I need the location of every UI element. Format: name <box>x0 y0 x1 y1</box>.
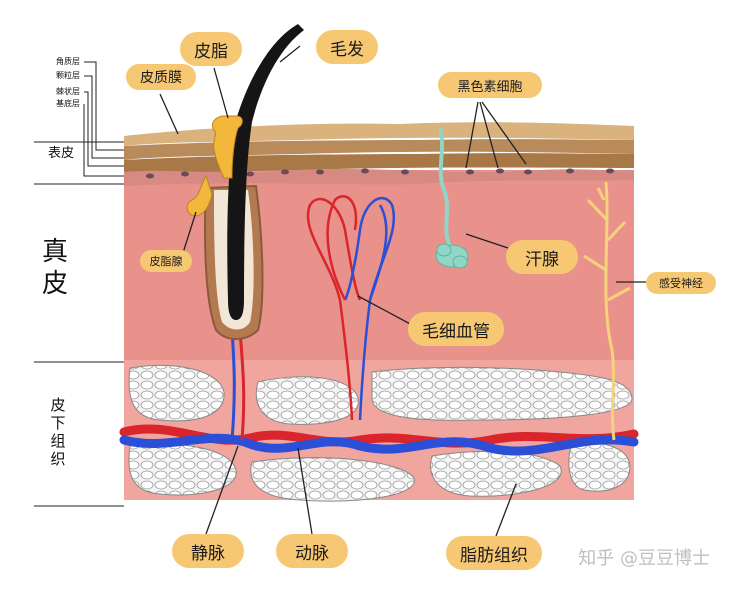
layer-guides <box>34 61 124 507</box>
sebum-shape <box>211 115 243 179</box>
label-sebum-film: 皮质膜 <box>126 64 196 90</box>
label-melanocyte: 黑色素细胞 <box>438 72 542 98</box>
epidermis-corneum <box>124 122 634 146</box>
vein-main <box>119 433 639 456</box>
label-fat-tissue: 脂肪组织 <box>446 536 542 570</box>
label-sebaceous-gland: 皮脂腺 <box>140 250 192 272</box>
label-sensory-nerve: 感受神经 <box>646 272 716 294</box>
label-sebum: 皮脂 <box>180 32 242 66</box>
label-hair: 毛发 <box>316 30 378 64</box>
hair-shaft <box>227 24 304 320</box>
label-sweat-gland: 汗腺 <box>506 240 578 274</box>
layer-label-granular: 颗粒层 <box>56 71 80 80</box>
watermark: 知乎 @豆豆博士 <box>578 548 710 569</box>
layer-label-corneum: 角质层 <box>56 57 80 66</box>
label-vein: 静脉 <box>172 534 244 568</box>
epidermis-granular <box>124 139 634 160</box>
fat-tissue <box>128 365 633 502</box>
sebaceous-gland-shape <box>186 174 213 217</box>
region-dermis-label: 真皮 <box>41 237 68 299</box>
sensory-nerve <box>583 181 631 441</box>
label-capillary: 毛细血管 <box>408 312 504 346</box>
melanocyte-cells <box>146 168 614 179</box>
sweat-gland-coil <box>435 243 469 269</box>
layer-label-spinous: 棘状层 <box>56 87 80 96</box>
leader-lines <box>159 45 646 537</box>
layer-label-basale: 基底层 <box>56 99 80 108</box>
capillary-network <box>306 195 396 421</box>
epidermis-spinous <box>124 153 634 176</box>
region-subcutis-label: 皮下组织 <box>50 396 66 468</box>
label-artery: 动脉 <box>276 534 348 568</box>
sweat-duct <box>438 127 454 252</box>
region-epidermis-label: 表皮 <box>48 146 75 161</box>
